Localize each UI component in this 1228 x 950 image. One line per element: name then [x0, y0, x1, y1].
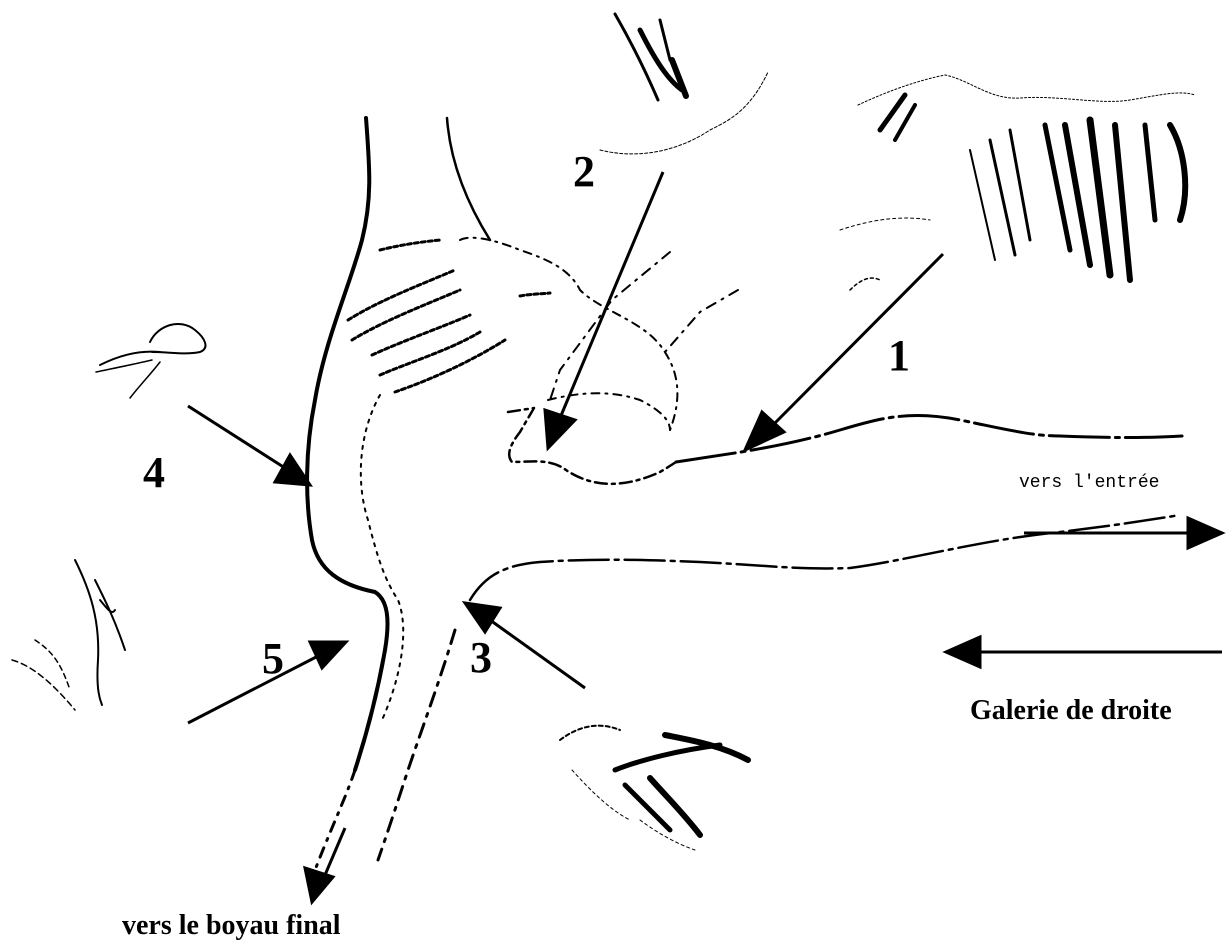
arrow-final-head	[305, 868, 333, 902]
left-wall-solid	[307, 118, 387, 770]
arrows	[188, 172, 1222, 902]
marker-2: 2	[573, 147, 595, 196]
arrow-3-head	[465, 603, 500, 632]
upper-chamber-line-b	[665, 290, 738, 352]
marker-5: 5	[262, 634, 284, 683]
labels: 1 2 3 4 5 vers l'entrée Galerie de droit…	[122, 147, 1172, 941]
engraving-hatching	[348, 240, 550, 392]
left-wall-inner-dotted	[447, 118, 490, 240]
arrow-3-line	[490, 620, 585, 688]
sketch-top-right	[840, 75, 1195, 290]
label-right-gallery: Galerie de droite	[970, 695, 1172, 726]
sketch-lower-left	[12, 560, 125, 710]
arrow-4-head	[275, 455, 310, 485]
marker-1: 1	[888, 331, 910, 380]
label-final-passage: vers le boyau final	[122, 910, 341, 941]
label-entrance: vers l'entrée	[1019, 473, 1159, 493]
upper-chamber-outline	[460, 238, 677, 430]
arrow-final-line	[325, 828, 345, 875]
arrow-5-line	[188, 655, 320, 723]
arrow-4-line	[188, 406, 285, 468]
sketch-bird	[96, 324, 205, 398]
arrow-2-head	[545, 410, 575, 448]
cave-walls	[307, 118, 1182, 878]
arrow-1-line	[770, 254, 943, 428]
alcove-outline	[508, 408, 676, 484]
arrow-5-head	[310, 642, 346, 668]
arrow-right-gallery-head	[946, 637, 980, 667]
sketch-top	[600, 14, 768, 154]
sketch-bottom-center	[560, 726, 748, 850]
marker-3: 3	[470, 633, 492, 682]
arrow-entrance-head	[1188, 518, 1222, 548]
final-passage-left	[312, 770, 355, 878]
corridor-lower-wall	[470, 515, 1180, 600]
marker-4: 4	[143, 448, 165, 497]
arrow-2-line	[560, 172, 663, 418]
final-passage-right	[378, 630, 455, 860]
